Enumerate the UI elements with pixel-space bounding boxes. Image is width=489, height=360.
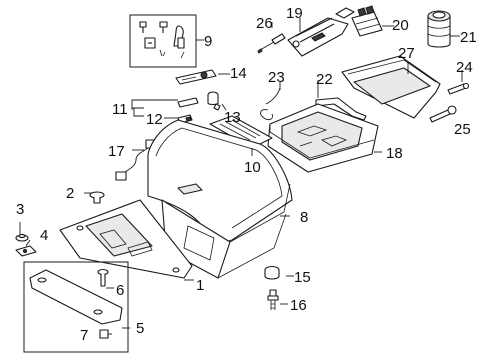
callout-15: 15 (294, 269, 311, 286)
callout-13: 13 (224, 109, 241, 126)
callout-labels: 1 2 3 4 5 6 7 8 9 10 11 12 13 14 15 16 1… (16, 5, 477, 344)
callout-19: 19 (286, 5, 303, 22)
screw-part (97, 268, 109, 287)
callout-24: 24 (456, 59, 473, 76)
grommet-part (15, 233, 29, 242)
plug-part (89, 191, 105, 204)
sill-plate-frame (23, 261, 129, 353)
tow-eye-part (429, 105, 457, 123)
floor-panel-part (59, 199, 193, 279)
callout-5: 5 (136, 320, 144, 337)
callout-11: 11 (112, 101, 128, 118)
callout-17: 17 (108, 143, 125, 160)
callout-23: 23 (268, 69, 285, 86)
tool-pouch-part (351, 5, 383, 37)
callout-2: 2 (66, 185, 74, 202)
leader-lines (19, 18, 463, 335)
floor-cover-part (341, 55, 441, 119)
compressor-part (427, 10, 451, 48)
callout-10: 10 (244, 159, 261, 176)
retainer-clip-part (15, 245, 37, 257)
tool-tray-part (267, 103, 379, 173)
callout-27: 27 (398, 45, 415, 62)
callout-26: 26 (256, 15, 273, 32)
stud-bolt-part (267, 289, 279, 310)
callout-9: 9 (204, 33, 212, 50)
callout-25: 25 (454, 121, 471, 138)
callout-1: 1 (196, 277, 204, 294)
callout-7: 7 (80, 327, 88, 344)
callout-16: 16 (290, 297, 307, 314)
tow-hook-bolt-part (447, 82, 470, 95)
callout-3: 3 (16, 201, 24, 218)
callout-8: 8 (300, 209, 308, 226)
callout-22: 22 (316, 71, 333, 88)
callout-18: 18 (386, 145, 403, 162)
callout-20: 20 (392, 17, 409, 34)
clip-set-frame (129, 14, 197, 68)
clip-set-part (129, 14, 197, 68)
callout-14: 14 (230, 65, 247, 82)
callout-6: 6 (116, 282, 124, 299)
storage-tub-part (147, 119, 293, 279)
sill-plate-part (23, 261, 129, 353)
wire-hook-part (260, 87, 281, 121)
switch-part (177, 97, 199, 124)
switch-panel-part (175, 69, 217, 85)
callout-4: 4 (40, 227, 48, 244)
jack-part (287, 7, 355, 57)
nut-part (264, 265, 280, 280)
screwdriver-part (257, 33, 286, 54)
callout-12: 12 (146, 111, 163, 128)
callout-21: 21 (460, 29, 477, 46)
socket-part (207, 91, 221, 111)
